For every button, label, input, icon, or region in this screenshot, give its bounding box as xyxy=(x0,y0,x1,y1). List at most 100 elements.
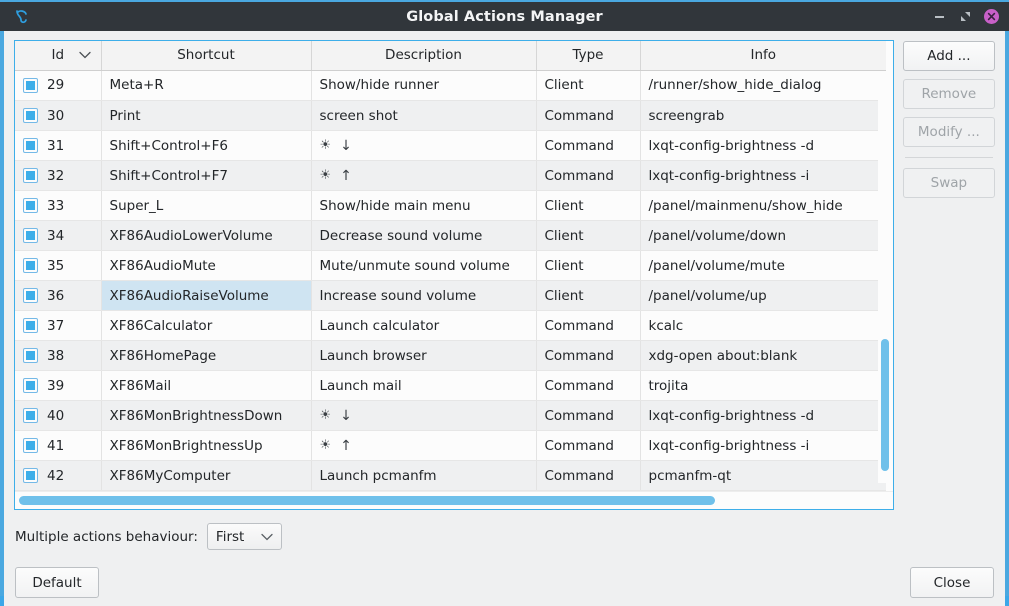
cell-description[interactable]: ☀↓ xyxy=(311,400,537,431)
cell-info[interactable]: /panel/mainmenu/show_hide xyxy=(640,190,886,221)
cell-info[interactable]: lxqt-config-brightness -d xyxy=(640,130,886,161)
cell-type[interactable]: Client xyxy=(536,250,641,281)
column-header-id[interactable]: Id xyxy=(15,41,102,71)
row-checkbox[interactable] xyxy=(23,138,38,153)
cell-type[interactable]: Command xyxy=(536,430,641,461)
cell-shortcut[interactable]: XF86AudioLowerVolume xyxy=(101,220,312,251)
row-checkbox[interactable] xyxy=(23,378,38,393)
cell-info[interactable]: lxqt-config-brightness -d xyxy=(640,400,886,431)
cell-description[interactable]: screen shot xyxy=(311,100,537,131)
multiple-actions-behaviour-select[interactable]: First xyxy=(206,523,282,550)
cell-shortcut[interactable]: XF86HomePage xyxy=(101,340,312,371)
row-checkbox[interactable] xyxy=(23,288,38,303)
vertical-scrollbar-thumb[interactable] xyxy=(880,338,889,471)
minimize-button[interactable] xyxy=(932,9,947,24)
cell-shortcut[interactable]: Meta+R xyxy=(101,70,312,101)
row-checkbox[interactable] xyxy=(23,318,38,333)
row-checkbox[interactable] xyxy=(23,408,38,423)
row-checkbox[interactable] xyxy=(23,438,38,453)
cell-info[interactable]: trojita xyxy=(640,370,886,401)
cell-type[interactable]: Command xyxy=(536,370,641,401)
cell-shortcut[interactable]: Shift+Control+F6 xyxy=(101,130,312,161)
cell-info[interactable]: /panel/volume/down xyxy=(640,220,886,251)
cell-info[interactable]: kcalc xyxy=(640,310,886,341)
row-checkbox[interactable] xyxy=(23,468,38,483)
remove-button[interactable]: Remove xyxy=(902,79,995,109)
cell-shortcut[interactable]: Print xyxy=(101,100,312,131)
cell-type[interactable]: Command xyxy=(536,310,641,341)
row-checkbox[interactable] xyxy=(23,77,38,93)
column-header-info[interactable]: Info xyxy=(640,41,886,71)
cell-shortcut[interactable]: XF86MyComputer xyxy=(101,460,312,491)
cell-info[interactable]: pcmanfm-qt xyxy=(640,460,886,491)
cell-shortcut[interactable]: XF86Mail xyxy=(101,370,312,401)
cell-info[interactable]: /runner/show_hide_dialog xyxy=(640,70,886,101)
cell-id[interactable]: 29 xyxy=(15,70,102,101)
cell-description[interactable]: Launch browser xyxy=(311,340,537,371)
cell-id[interactable]: 34 xyxy=(15,220,102,251)
cell-shortcut[interactable]: XF86AudioMute xyxy=(101,250,312,281)
cell-type[interactable]: Command xyxy=(536,340,641,371)
cell-id[interactable]: 40 xyxy=(15,400,102,431)
row-checkbox[interactable] xyxy=(23,198,38,213)
cell-info[interactable]: xdg-open about:blank xyxy=(640,340,886,371)
vertical-scrollbar[interactable] xyxy=(877,71,891,483)
cell-id[interactable]: 38 xyxy=(15,340,102,371)
cell-shortcut[interactable]: XF86Calculator xyxy=(101,310,312,341)
cell-type[interactable]: Command xyxy=(536,130,641,161)
cell-type[interactable]: Client xyxy=(536,280,641,311)
cell-info[interactable]: /panel/volume/mute xyxy=(640,250,886,281)
row-checkbox[interactable] xyxy=(23,108,38,123)
modify-button[interactable]: Modify ... xyxy=(902,117,995,147)
cell-type[interactable]: Client xyxy=(536,190,641,221)
cell-shortcut[interactable]: XF86MonBrightnessDown xyxy=(101,400,312,431)
cell-id[interactable]: 39 xyxy=(15,370,102,401)
close-dialog-button[interactable]: Close xyxy=(910,567,994,598)
cell-description[interactable]: ☀↑ xyxy=(311,160,537,191)
cell-description[interactable]: Show/hide runner xyxy=(311,70,537,101)
cell-type[interactable]: Command xyxy=(536,100,641,131)
cell-info[interactable]: /panel/volume/up xyxy=(640,280,886,311)
horizontal-scrollbar-thumb[interactable] xyxy=(19,496,715,505)
row-checkbox[interactable] xyxy=(23,348,38,363)
cell-description[interactable]: ☀↑ xyxy=(311,430,537,461)
cell-type[interactable]: Command xyxy=(536,460,641,491)
cell-info[interactable]: lxqt-config-brightness -i xyxy=(640,430,886,461)
default-button[interactable]: Default xyxy=(15,567,99,598)
column-header-type[interactable]: Type xyxy=(536,41,641,71)
cell-info[interactable]: lxqt-config-brightness -i xyxy=(640,160,886,191)
cell-type[interactable]: Command xyxy=(536,400,641,431)
row-checkbox[interactable] xyxy=(23,228,38,243)
cell-id[interactable]: 32 xyxy=(15,160,102,191)
close-button[interactable] xyxy=(984,9,999,24)
cell-id[interactable]: 30 xyxy=(15,100,102,131)
horizontal-scrollbar[interactable] xyxy=(15,491,893,509)
cell-id[interactable]: 41 xyxy=(15,430,102,461)
cell-id[interactable]: 31 xyxy=(15,130,102,161)
cell-description[interactable]: Launch calculator xyxy=(311,310,537,341)
cell-type[interactable]: Client xyxy=(536,70,641,101)
cell-description[interactable]: ☀↓ xyxy=(311,130,537,161)
cell-shortcut[interactable]: XF86MonBrightnessUp xyxy=(101,430,312,461)
cell-shortcut[interactable]: XF86AudioRaiseVolume xyxy=(101,280,312,311)
cell-type[interactable]: Command xyxy=(536,160,641,191)
cell-description[interactable]: Show/hide main menu xyxy=(311,190,537,221)
title-bar[interactable]: Global Actions Manager xyxy=(0,0,1009,31)
cell-id[interactable]: 37 xyxy=(15,310,102,341)
cell-id[interactable]: 35 xyxy=(15,250,102,281)
cell-id[interactable]: 36 xyxy=(15,280,102,311)
cell-info[interactable]: screengrab xyxy=(640,100,886,131)
